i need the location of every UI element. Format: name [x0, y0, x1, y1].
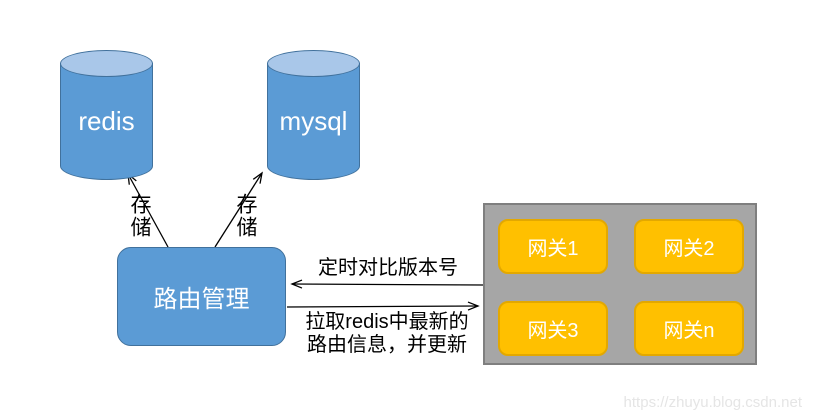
- store-label-redis: 存储: [128, 193, 151, 239]
- mysql-database: mysql: [267, 50, 360, 180]
- cylinder-top: [267, 50, 360, 77]
- cylinder-body: [60, 63, 153, 180]
- gateway-panel: 网关1 网关2 网关3 网关n: [483, 203, 757, 365]
- pull-routes-label-line1: 拉取redis中最新的: [305, 311, 469, 333]
- pull-routes-label: 拉取redis中最新的 路由信息，并更新: [287, 311, 487, 357]
- watermark: https://zhuyu.blog.csdn.net: [623, 394, 802, 411]
- route-manager-box: 路由管理: [117, 247, 286, 346]
- compare-version-label: 定时对比版本号: [318, 257, 458, 279]
- redis-label: redis: [78, 106, 135, 136]
- cylinder-body: [267, 63, 360, 180]
- route-manager-label: 路由管理: [153, 286, 250, 313]
- gateway-1: 网关1: [498, 219, 608, 274]
- edge-store-mysql: [214, 171, 263, 248]
- redis-database: redis: [60, 50, 153, 180]
- gateway-2: 网关2: [634, 219, 744, 274]
- store-label-mysql: 存储: [234, 193, 257, 239]
- edge-store-redis: [127, 172, 169, 248]
- cylinder-top: [60, 50, 153, 77]
- edge-pull-routes: [286, 301, 480, 311]
- edge-compare-version: [290, 279, 484, 289]
- gateway-n: 网关n: [634, 301, 744, 356]
- pull-routes-label-line2: 路由信息，并更新: [307, 334, 467, 356]
- mysql-label: mysql: [279, 106, 348, 136]
- gateway-3: 网关3: [498, 301, 608, 356]
